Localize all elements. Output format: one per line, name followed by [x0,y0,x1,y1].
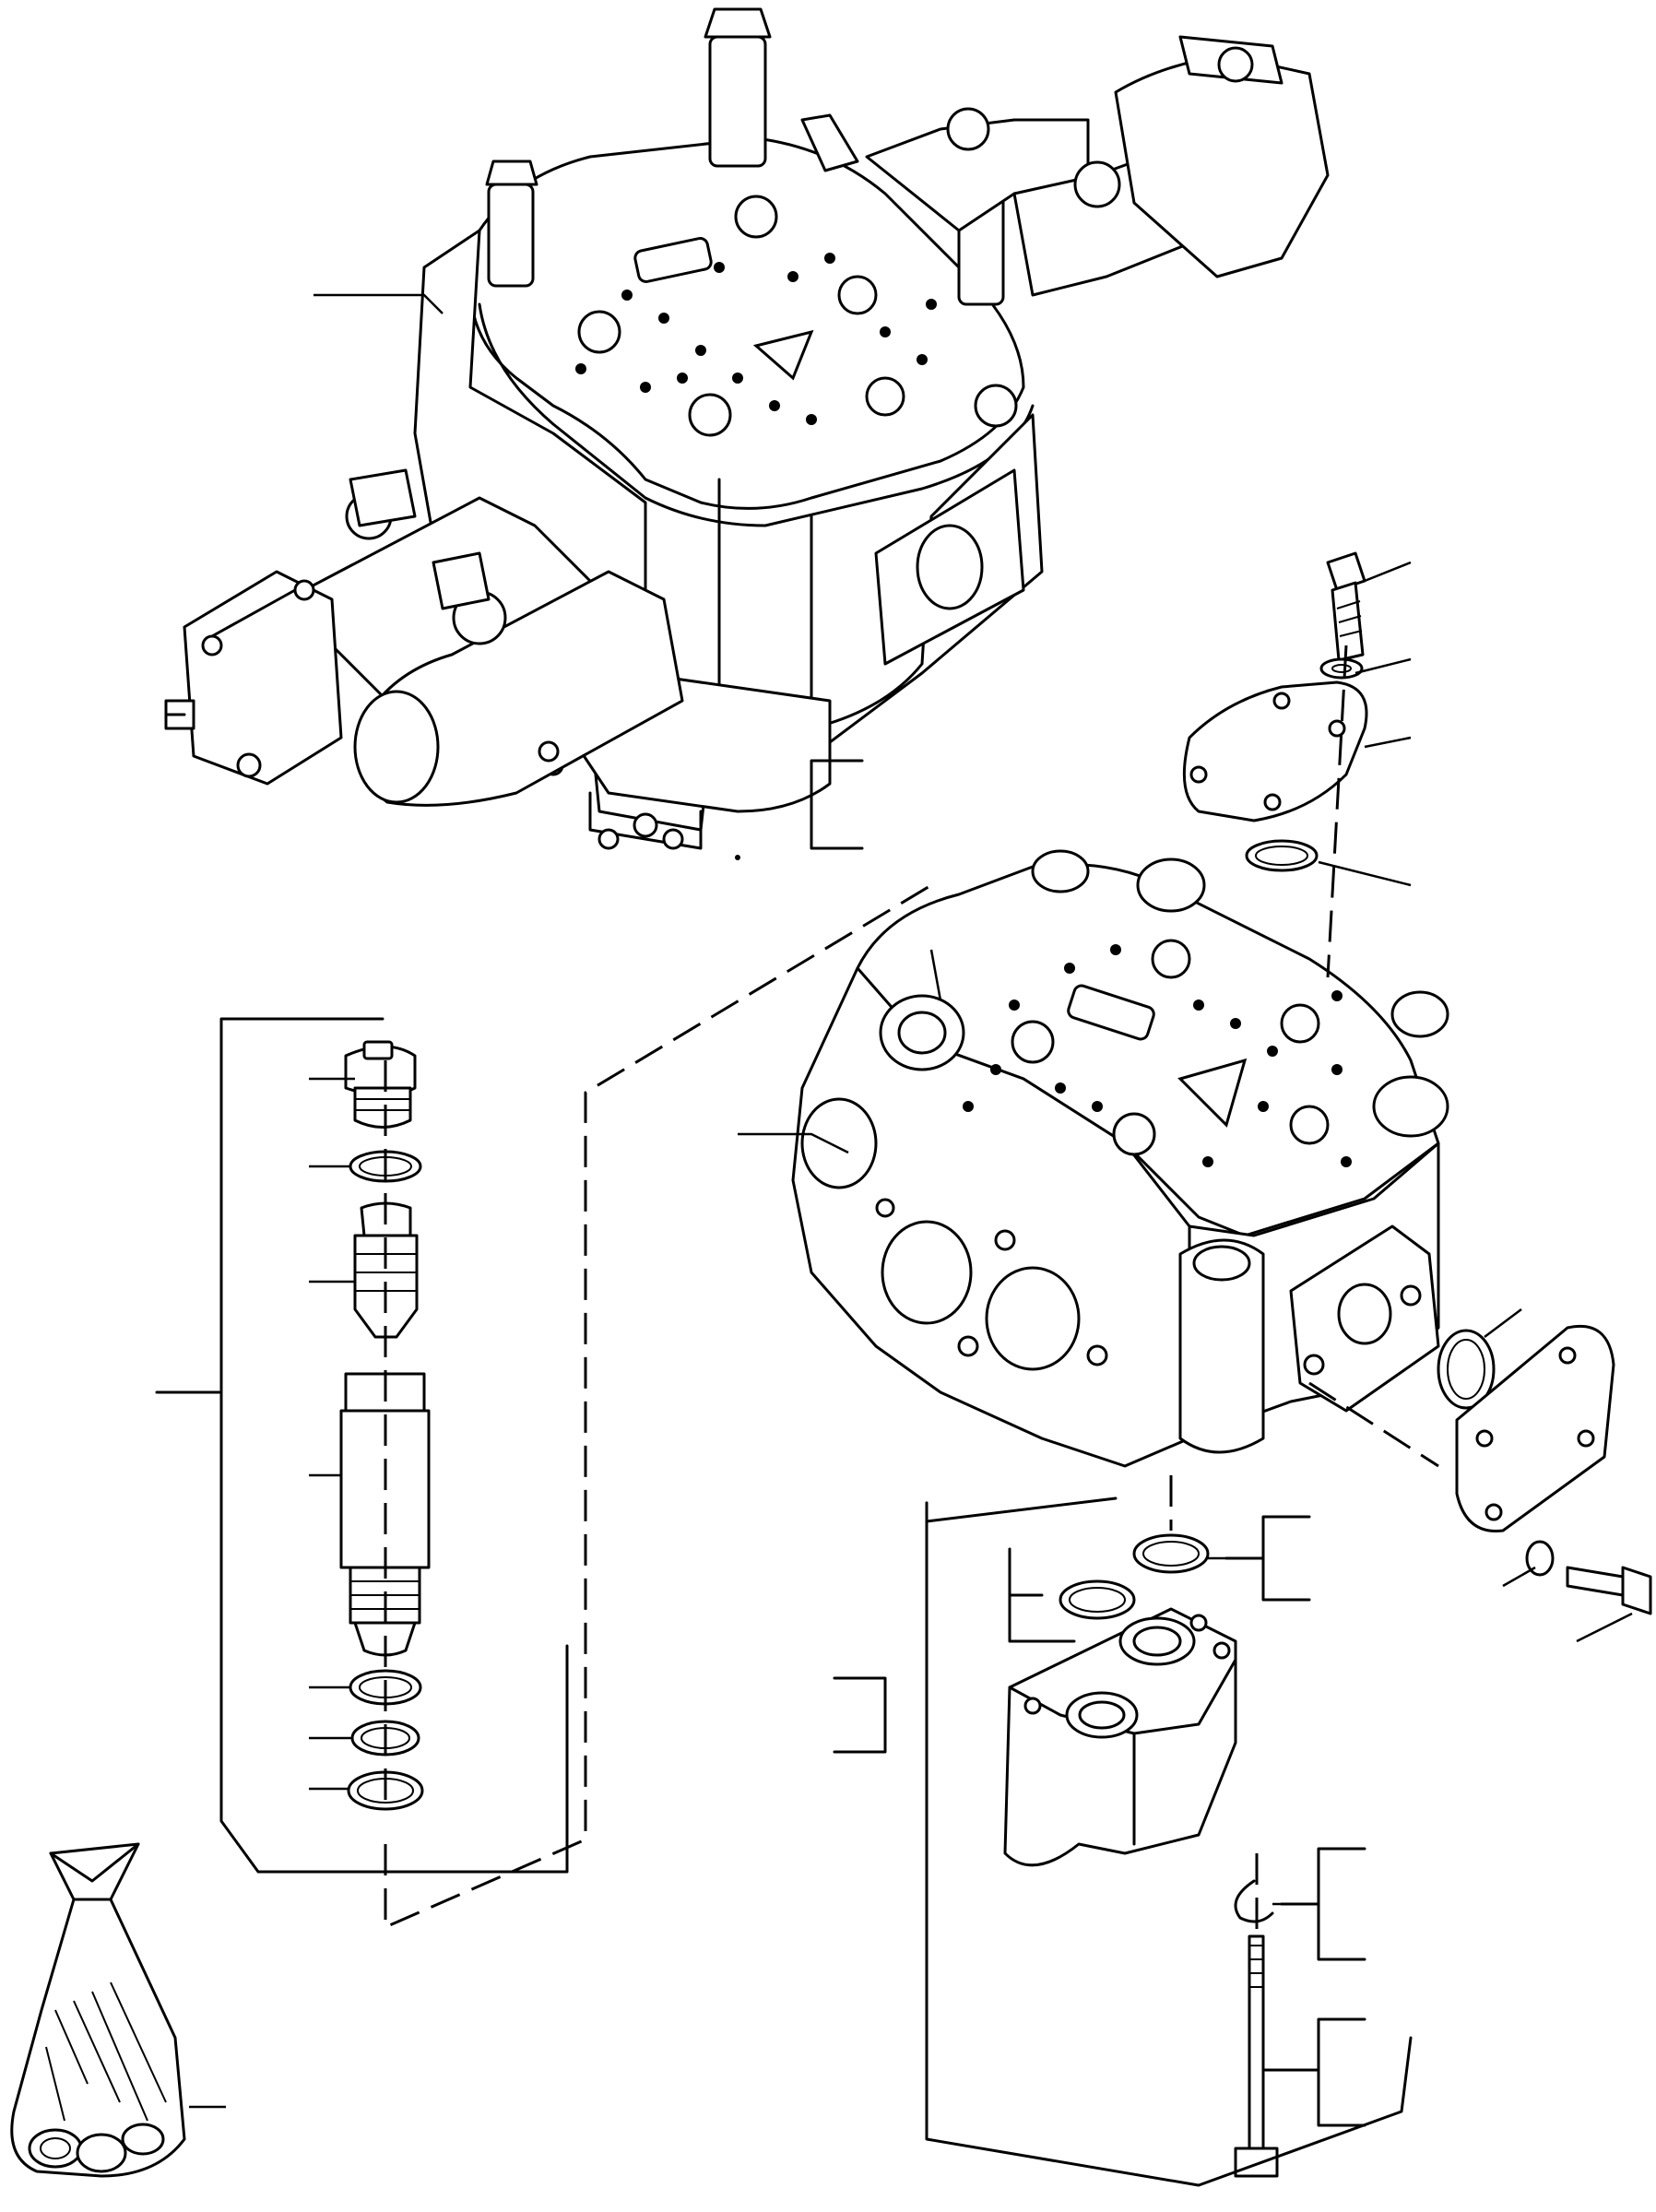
tie-rod [1234,1934,1279,2178]
dashed-centerlines [384,645,1439,1936]
lock-washer [1234,1879,1274,1923]
callout-leaders [189,293,1633,2109]
valve-section-body [791,849,1449,1468]
o-ring [1059,1533,1210,1620]
seal-kit-bag [10,1842,186,2178]
grouping-brackets [155,1017,1413,2187]
o-ring [1245,839,1319,872]
port-cover-plate [1437,1324,1615,1532]
control-valve-assembly [164,7,1330,860]
lock-washer [1319,657,1364,680]
cap-screw [1326,551,1366,662]
end-cover [1182,680,1368,822]
inlet-cover [1003,1607,1237,1867]
lock-washer [1525,1540,1555,1577]
cap-screw [1566,1566,1652,1615]
